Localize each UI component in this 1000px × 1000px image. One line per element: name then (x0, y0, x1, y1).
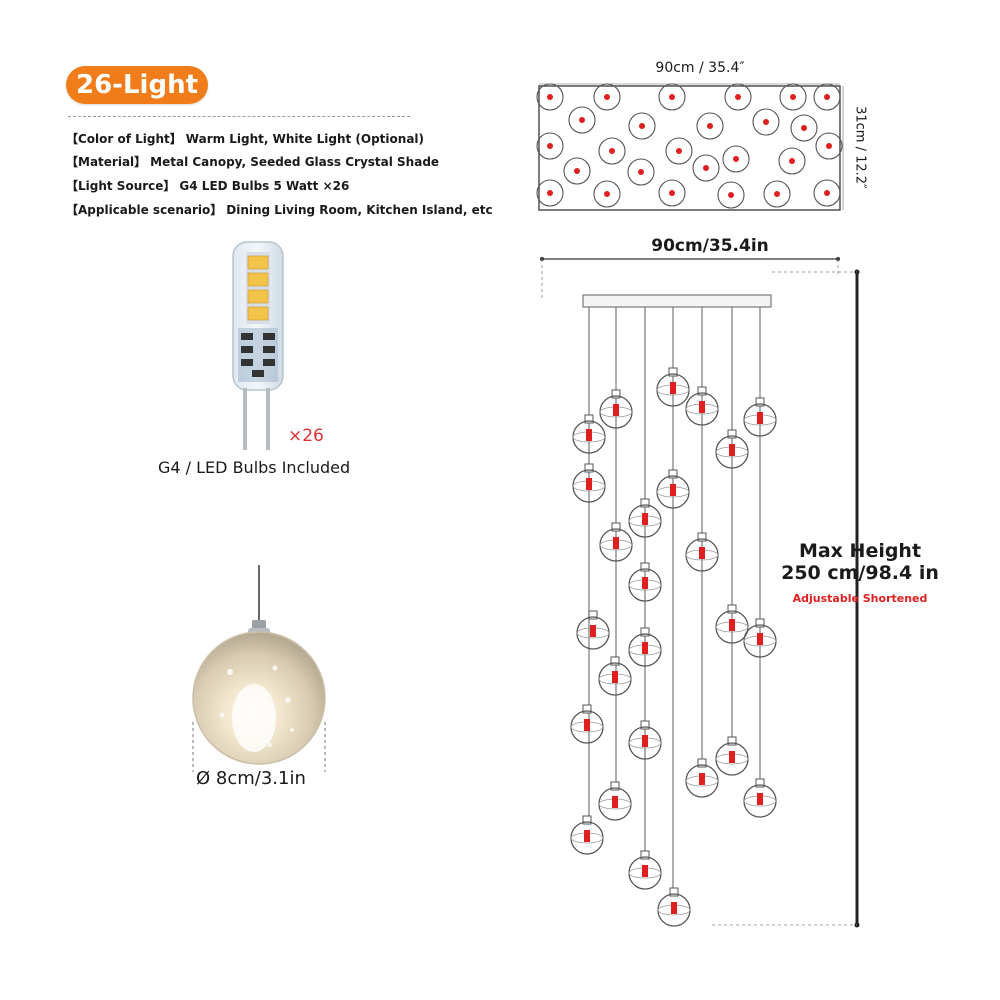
spec-value: Metal Canopy, Seeded Glass Crystal Shade (150, 155, 440, 169)
divider (68, 116, 410, 117)
bulb-quantity: ×26 (288, 426, 324, 446)
spec-value: Warm Light, White Light (Optional) (185, 132, 425, 146)
spec-color: 【Color of Light】Warm Light, White Light … (66, 130, 424, 147)
g4-led-bulb-image (232, 241, 284, 450)
pendant-globe (576, 610, 610, 650)
pendant-globe (657, 887, 691, 927)
pendant-globe (743, 778, 777, 818)
pendant-globe (715, 736, 749, 776)
pendant-globe (685, 532, 719, 572)
pendant-globe (572, 414, 606, 454)
bulb-caption: G4 / LED Bulbs Included (158, 458, 351, 477)
front-view-width-label: 90cm/35.4in (651, 236, 769, 256)
pendant-globe (628, 498, 662, 538)
spec-scenario: 【Applicable scenario】Dining Living Room,… (66, 201, 493, 218)
pendant-globe (628, 562, 662, 602)
adjustable-note: Adjustable Shortened (792, 592, 928, 605)
pendant-globe (572, 463, 606, 503)
pendant-globe (598, 781, 632, 821)
pendant-globe (570, 815, 604, 855)
max-height-label: Max Height 250 cm/98.4 in (770, 540, 950, 584)
pendant-globe (743, 397, 777, 437)
spec-value: G4 LED Bulbs 5 Watt ×26 (179, 179, 350, 193)
spec-label: 【Applicable scenario】 (66, 203, 223, 217)
front-view-pendants (570, 307, 777, 927)
spec-label: 【Color of Light】 (66, 132, 182, 146)
pendant-globe (685, 386, 719, 426)
top-view-depth-label: 31cm / 12.2″ (852, 106, 868, 189)
pendant-globe (599, 522, 633, 562)
pendant-globe (570, 704, 604, 744)
spec-label: 【Light Source】 (66, 179, 176, 193)
pendant-globe (599, 389, 633, 429)
pendant-globe-image (192, 565, 326, 772)
pendant-globe (628, 627, 662, 667)
globe-diameter-label: Ø 8cm/3.1in (196, 768, 306, 789)
width-dimension-line (540, 257, 840, 300)
max-height-value: 250 cm/98.4 in (781, 562, 939, 584)
pendant-globe (628, 720, 662, 760)
top-view-canopy (536, 83, 844, 211)
pendant-globe (656, 367, 690, 407)
spec-label: 【Material】 (66, 155, 147, 169)
max-height-title: Max Height (798, 540, 922, 562)
pendant-globe (628, 850, 662, 890)
top-view-width-label: 90cm / 35.4″ (655, 60, 745, 76)
canopy-plate (582, 294, 772, 308)
spec-value: Dining Living Room, Kitchen Island, etc (226, 203, 493, 217)
pendant-globe (656, 469, 690, 509)
pendant-globe (598, 656, 632, 696)
pendant-globe (685, 758, 719, 798)
pendant-globe (715, 604, 749, 644)
height-dimension-line (712, 269, 860, 928)
pendant-globe (715, 429, 749, 469)
light-count-badge: 26-Light (66, 66, 209, 104)
pendant-globe (743, 618, 777, 658)
spec-light-source: 【Light Source】G4 LED Bulbs 5 Watt ×26 (66, 177, 349, 194)
spec-material: 【Material】Metal Canopy, Seeded Glass Cry… (66, 153, 439, 170)
